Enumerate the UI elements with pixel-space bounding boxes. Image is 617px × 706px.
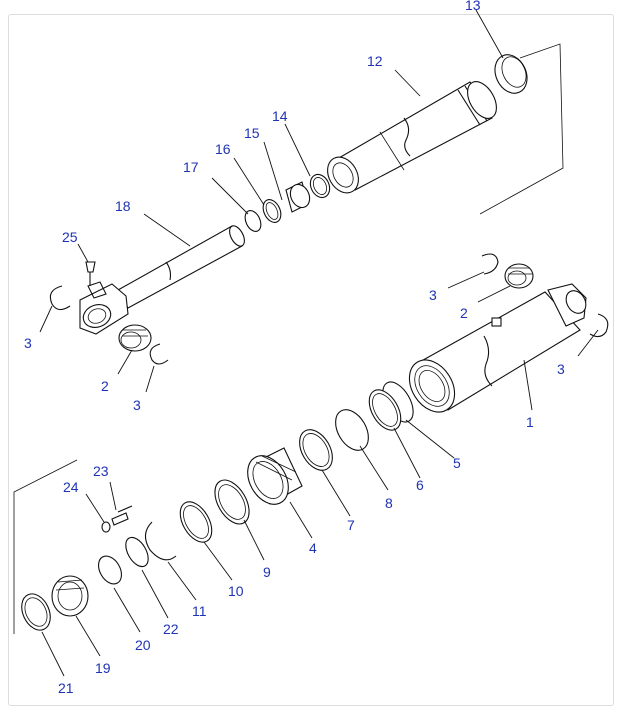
part-3-snap-ring-right (589, 313, 609, 338)
callout-labels: 13 12 14 15 16 17 18 25 3 2 3 3 2 3 1 5 … (24, 0, 565, 696)
part-3-snap-ring-left (49, 285, 71, 311)
part-25-grease-fitting (85, 261, 96, 286)
part-18-piston-rod (79, 225, 245, 335)
part-24-washer (101, 521, 111, 533)
callout-22: 22 (163, 621, 179, 637)
callout-24: 24 (63, 479, 79, 495)
part-7-ring (299, 429, 333, 471)
callout-14: 14 (272, 108, 288, 124)
part-16-ring (262, 199, 282, 223)
part-11-snap-ring (144, 521, 177, 561)
part-10-ring (179, 501, 213, 543)
part-20-ring (97, 555, 123, 585)
callout-3-left-lower: 3 (133, 397, 141, 413)
callout-21: 21 (58, 680, 74, 696)
callout-10: 10 (228, 583, 244, 599)
callout-3-right: 3 (557, 361, 565, 377)
part-22-ring (125, 536, 149, 568)
callout-1: 1 (526, 414, 534, 430)
callout-8: 8 (385, 495, 393, 511)
callout-19: 19 (95, 660, 111, 676)
callout-11: 11 (192, 603, 207, 619)
callout-9: 9 (263, 564, 271, 580)
assembly-bracket-line (479, 43, 564, 215)
callout-23: 23 (93, 463, 109, 479)
callout-5: 5 (453, 455, 461, 471)
part-6-ring (368, 389, 402, 431)
part-17-snap-ring (244, 210, 262, 232)
callout-16: 16 (215, 141, 231, 157)
callout-13: 13 (465, 0, 481, 13)
part-12-cylinder-tube (327, 81, 497, 194)
part-3-snap-ring-left-lower (149, 343, 169, 365)
part-2-bushing-right (504, 263, 534, 289)
assembly-bracket-line-lower (13, 459, 78, 634)
part-1-cylinder-barrel (408, 283, 587, 413)
part-4-piston (247, 447, 303, 505)
leader-lines (39, 9, 599, 677)
part-15-bushing (285, 181, 311, 213)
part-21-ring (21, 593, 51, 631)
callout-3-left: 3 (24, 335, 32, 351)
callout-2-right: 2 (460, 305, 468, 321)
callout-18: 18 (115, 198, 131, 214)
callout-25: 25 (62, 229, 78, 245)
callout-6: 6 (416, 477, 424, 493)
part-3-snap-ring-right-top (481, 253, 499, 275)
part-23-bolt (111, 505, 133, 526)
callout-3-right-top: 3 (429, 287, 437, 303)
callout-7: 7 (347, 517, 355, 533)
callout-4: 4 (309, 540, 317, 556)
part-2-bushing-left (118, 324, 152, 352)
part-8-seal (335, 409, 369, 451)
part-14-ring (309, 173, 331, 199)
part-13-ring (494, 54, 528, 94)
callout-17: 17 (183, 159, 199, 175)
callout-2-left: 2 (101, 378, 109, 394)
callout-15: 15 (244, 125, 260, 141)
part-9-wear-ring (214, 479, 250, 525)
callout-20: 20 (135, 637, 151, 653)
callout-12: 12 (367, 53, 383, 69)
part-19-nut (51, 575, 89, 617)
